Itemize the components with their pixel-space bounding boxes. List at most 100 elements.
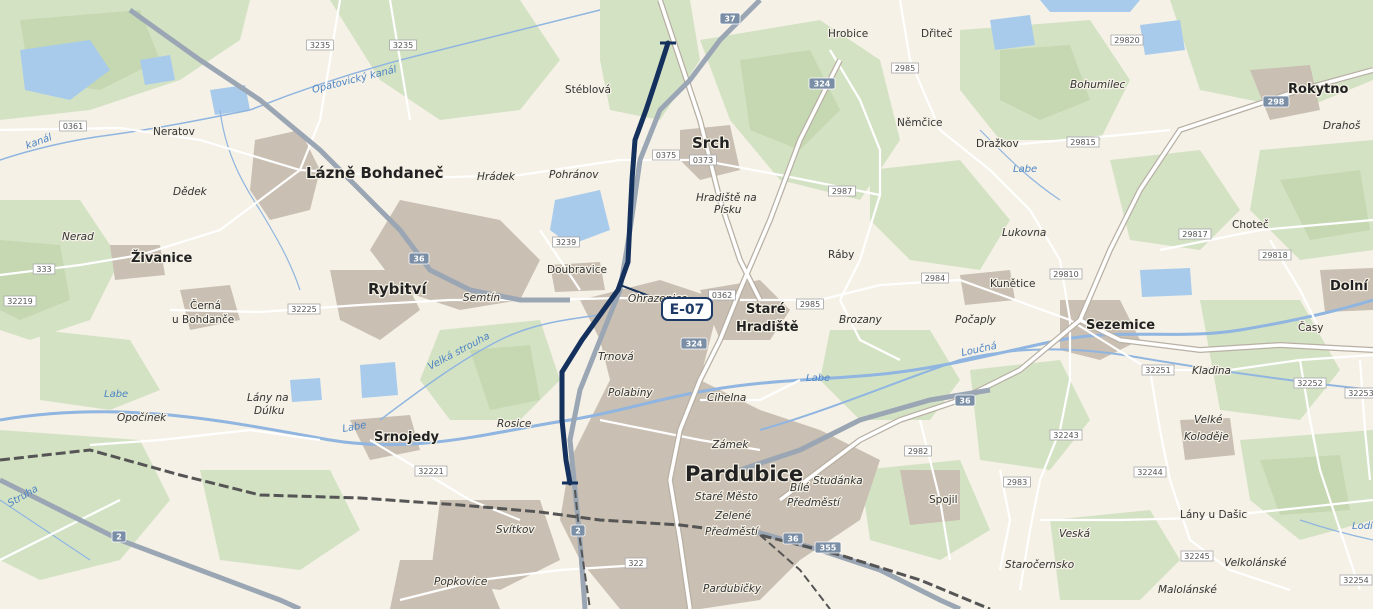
- highway-36-west: [128, 7, 570, 303]
- minor-road: [1358, 359, 1372, 481]
- road-number-text: 32243: [1053, 431, 1078, 440]
- route-badge[interactable]: E-07: [661, 297, 713, 321]
- road-number-text: 2982: [908, 447, 928, 456]
- road-number-box: [904, 445, 932, 457]
- minor-road: [388, 0, 412, 121]
- pond: [210, 85, 250, 115]
- forest-area: [1000, 45, 1090, 120]
- place-label-chotec: Choteč: [1232, 219, 1269, 231]
- road-number-text: 3235: [393, 41, 413, 50]
- road-number-box: [389, 39, 417, 51]
- route-e07-line: [559, 40, 671, 486]
- place-label-stare-mesto: Staré Město: [695, 491, 758, 503]
- road-number-box: [287, 303, 321, 315]
- major-road: [1079, 318, 1373, 352]
- highway-number-text: 2: [116, 533, 122, 542]
- water-label-labe: Labe: [104, 389, 128, 400]
- road-number-box: [1180, 550, 1214, 562]
- place-label-spojil: Spojil: [929, 494, 958, 506]
- urban-area-cerna: [180, 285, 240, 330]
- minor-road: [1040, 498, 1373, 522]
- road-number-box: [891, 62, 919, 74]
- forest-area: [1260, 455, 1350, 515]
- minor-road: [898, 0, 1072, 321]
- minor-road: [839, 299, 901, 361]
- road-number-box: [652, 149, 680, 161]
- railway-branch: [759, 534, 831, 609]
- place-label-pocaply: Počaply: [955, 314, 997, 326]
- road-number-3239: 3239: [552, 236, 580, 248]
- minor-road: [1159, 218, 1373, 252]
- place-label-drahos: Drahoš: [1323, 120, 1361, 132]
- place-label-dolni: Dolní: [1330, 279, 1369, 294]
- place-label-starocernsko: Staročernsko: [1005, 559, 1074, 571]
- road-number-text: 0362: [712, 291, 732, 300]
- road-number-text: 2985: [895, 64, 915, 73]
- road-number-text: 32245: [1184, 552, 1209, 561]
- water-bodies: [20, 0, 1192, 402]
- place-label-studanka: Studánka: [813, 475, 863, 487]
- place-label-srnojedy: Srnojedy: [374, 430, 440, 445]
- forest-area: [1050, 510, 1180, 600]
- highway-number-box: [954, 394, 976, 407]
- road-number-2985: 2985: [891, 62, 919, 74]
- route-e07[interactable]: [559, 40, 676, 486]
- place-label-hrobice: Hrobice: [828, 28, 868, 40]
- highway-number-box: [719, 12, 741, 25]
- highway-number-box: [814, 541, 842, 554]
- route-badge-box: [661, 297, 713, 321]
- place-label-lany-na: Lány na: [247, 392, 289, 404]
- road-number-text: 2983: [1007, 478, 1027, 487]
- place-label-hradiste-na: Hradiště na: [696, 192, 757, 204]
- pond: [140, 55, 175, 85]
- forest-area: [740, 50, 840, 150]
- road-number-text: 322: [628, 559, 643, 568]
- place-label-pardubicky: Pardubičky: [703, 583, 762, 595]
- pond: [20, 40, 110, 100]
- place-label-pohranov: Pohránov: [549, 169, 599, 181]
- stream-lbohdanec: [219, 109, 301, 291]
- highway-number-298: 298: [1262, 95, 1290, 108]
- road-number-text: 29810: [1053, 270, 1078, 279]
- highway-36-east: [739, 387, 991, 473]
- road-number-box: [1049, 268, 1083, 280]
- urban-area-velke-kolodeje: [1180, 418, 1235, 460]
- minor-road: [829, 49, 882, 301]
- highway-number-box: [808, 77, 836, 90]
- road-number-text: 0375: [656, 151, 676, 160]
- place-label-nemcice: Němčice: [897, 117, 942, 129]
- place-label-opocinek: Opočínek: [117, 412, 167, 424]
- forest-area: [330, 0, 560, 120]
- place-label-bohumilec: Bohumilec: [1070, 79, 1125, 91]
- road-number-2982: 2982: [904, 445, 932, 457]
- pond: [1140, 268, 1192, 297]
- place-label-veska: Veská: [1059, 528, 1090, 540]
- forest-area: [40, 330, 160, 410]
- road-number-32245: 32245: [1180, 550, 1214, 562]
- road-number-3235: 3235: [306, 39, 334, 51]
- minor-road: [169, 296, 701, 314]
- road-number-box: [1066, 136, 1100, 148]
- place-label-bile: Bílé: [790, 482, 810, 494]
- railway-main: [0, 448, 991, 609]
- highway-number-box: [111, 530, 127, 543]
- place-label-zivanice: Živanice: [131, 250, 193, 266]
- minor-road: [1298, 359, 1362, 591]
- place-label-raby: Ráby: [828, 249, 854, 261]
- minor-road: [599, 418, 761, 452]
- major-road: [668, 59, 842, 609]
- road-number-box: [414, 465, 448, 477]
- place-label-svitkov: Svítkov: [496, 524, 535, 536]
- minor-road: [1148, 369, 1291, 592]
- road-number-text: 29820: [1114, 36, 1139, 45]
- place-label-casy: Časy: [1298, 321, 1323, 334]
- water-label-labe: Labe: [342, 420, 368, 435]
- urban-area-srnojedy: [350, 415, 420, 460]
- road-number-text: 29815: [1070, 138, 1095, 147]
- highway-number-36: 36: [782, 532, 804, 545]
- road-number-text: 2985: [800, 300, 820, 309]
- highway-number-2: 2: [570, 524, 586, 537]
